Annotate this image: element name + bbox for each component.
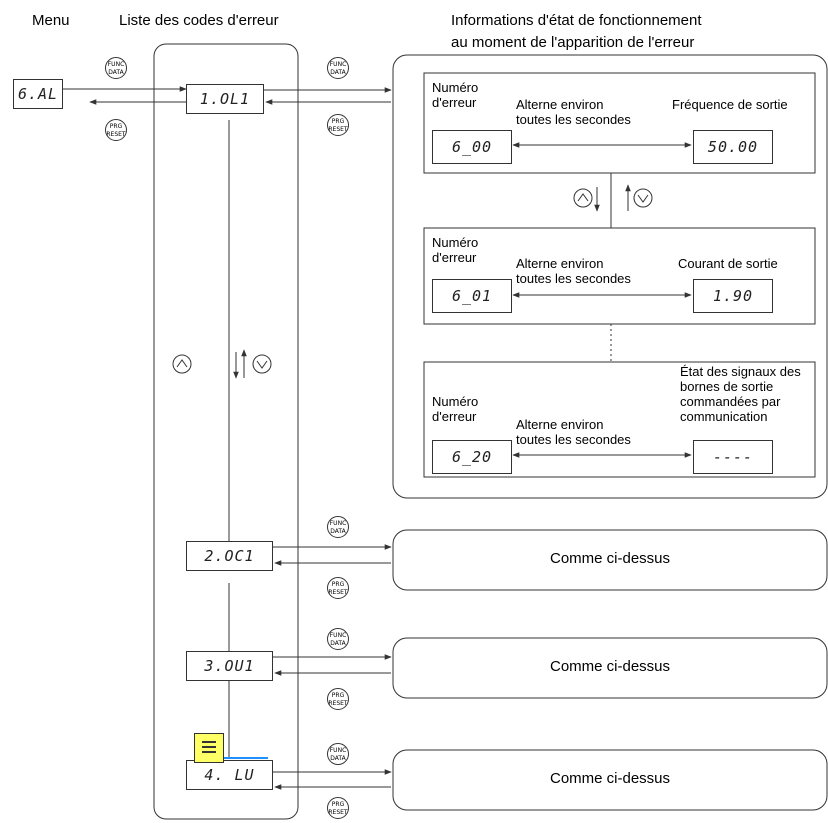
output-signal-display: ---- [693,440,773,474]
error-number-label: d'erreur [432,409,477,424]
output-signal-label: communication [680,409,768,424]
error-number-display: 6_20 [432,440,512,474]
error-number-display: 6_00 [432,130,512,164]
output-frequency-display: 50.00 [693,130,773,164]
note-icon[interactable] [194,733,224,763]
output-signal-label: bornes de sortie [680,379,774,394]
output-signal-label: État des signaux des [680,364,801,379]
output-frequency-label: Fréquence de sortie [672,97,788,112]
alternate-label: Alterne environ [516,417,604,432]
up-key-icon [172,354,192,374]
error-list-header: Liste des codes d'erreur [119,12,279,29]
error-code-display-1[interactable]: 1.OL1 [186,84,264,114]
same-as-above-label: Comme ci-dessus [549,770,671,787]
alternate-label: toutes les secondes [516,112,631,127]
error-code-display-2[interactable]: 2.OC1 [186,541,273,571]
error-code-display-4[interactable]: 4. LU [186,760,273,790]
info-header-line2: au moment de l'apparition de l'erreur [451,34,695,51]
error-number-label: d'erreur [432,250,477,265]
down-key-icon [633,188,653,208]
output-current-display: 1.90 [693,279,773,313]
error-number-label: d'erreur [432,95,477,110]
error-code-display-3[interactable]: 3.OU1 [186,651,273,681]
menu-display: 6.AL [13,79,63,109]
error-number-display: 6_01 [432,279,512,313]
alternate-label: toutes les secondes [516,432,631,447]
alternate-label: Alterne environ [516,256,604,271]
down-key-icon [252,354,272,374]
alternate-label: Alterne environ [516,97,604,112]
info-header-line1: Informations d'état de fonctionnement [451,12,702,29]
error-number-label: Numéro [432,80,479,95]
output-current-label: Courant de sortie [678,256,778,271]
same-as-above-label: Comme ci-dessus [549,550,671,567]
same-as-above-label: Comme ci-dessus [549,658,671,675]
alternate-label: toutes les secondes [516,271,631,286]
error-number-label: Numéro [432,235,479,250]
output-signal-label: commandées par [680,394,781,409]
up-key-icon [573,188,593,208]
error-number-label: Numéro [432,394,479,409]
menu-header: Menu [32,12,70,29]
